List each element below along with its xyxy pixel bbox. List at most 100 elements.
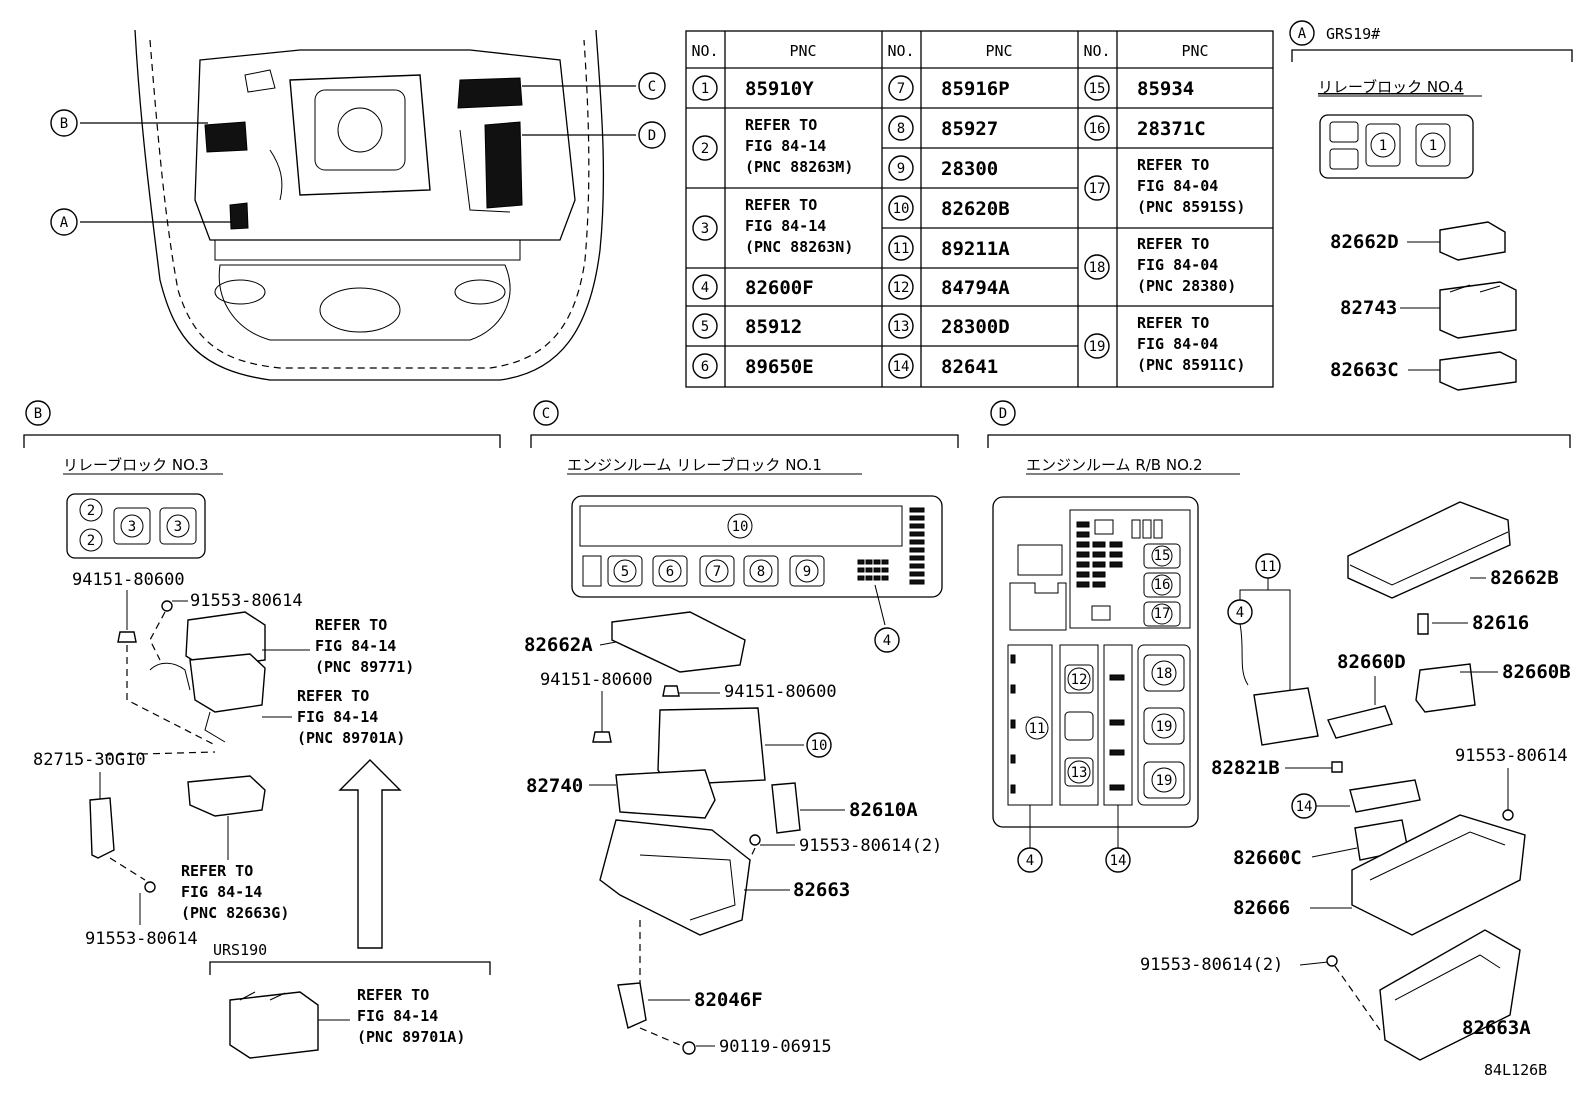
svg-text:2: 2 bbox=[87, 533, 95, 549]
callout-b: B bbox=[50, 109, 208, 137]
engine-bay-illustration bbox=[134, 29, 605, 381]
svg-text:11: 11 bbox=[1029, 721, 1046, 737]
part-82663a: 82663A bbox=[1379, 929, 1531, 1061]
svg-text:7: 7 bbox=[897, 81, 905, 97]
svg-text:REFER TO: REFER TO bbox=[745, 116, 817, 134]
engine-rb-no2: 15 16 17 11 4 12 13 14 bbox=[992, 496, 1199, 873]
svg-text:82821B: 82821B bbox=[1211, 757, 1280, 779]
svg-text:11: 11 bbox=[1260, 559, 1277, 575]
svg-text:5: 5 bbox=[621, 564, 629, 580]
svg-text:C: C bbox=[542, 406, 550, 422]
part-82662d: 82662D bbox=[1330, 221, 1506, 261]
svg-text:15: 15 bbox=[1089, 81, 1106, 97]
table-row: 1 85910Y bbox=[692, 75, 814, 101]
table-row: 13 28300D bbox=[888, 313, 1010, 339]
svg-text:4: 4 bbox=[701, 280, 709, 296]
svg-text:82616: 82616 bbox=[1472, 612, 1529, 634]
part-82666: 82666 bbox=[1233, 814, 1526, 936]
section-a: A GRS19# リレーブロック NO.4 1 1 82662D 82743 8… bbox=[1289, 20, 1573, 391]
svg-text:1: 1 bbox=[1379, 138, 1387, 154]
svg-text:D: D bbox=[999, 406, 1007, 422]
svg-text:(PNC 82663G): (PNC 82663G) bbox=[181, 904, 289, 922]
svg-text:GRS19#: GRS19# bbox=[1326, 25, 1380, 43]
svg-text:18: 18 bbox=[1156, 666, 1173, 682]
svg-text:(PNC 85915S): (PNC 85915S) bbox=[1137, 198, 1245, 216]
svg-text:3: 3 bbox=[128, 519, 136, 535]
svg-text:91553-80614(2): 91553-80614(2) bbox=[799, 836, 942, 856]
part-82610a: 82610A bbox=[771, 782, 918, 834]
part-82660d: 82660D bbox=[1327, 651, 1406, 739]
svg-text:82662B: 82662B bbox=[1490, 567, 1559, 589]
svg-text:(PNC 89701A): (PNC 89701A) bbox=[297, 729, 405, 747]
svg-text:REFER TO: REFER TO bbox=[315, 616, 387, 634]
svg-text:(PNC 89771): (PNC 89771) bbox=[315, 658, 414, 676]
svg-text:REFER TO: REFER TO bbox=[1137, 156, 1209, 174]
svg-text:NO.: NO. bbox=[1083, 42, 1110, 60]
table-header: NO. PNC NO. PNC NO. PNC bbox=[691, 42, 1208, 60]
part-82663: 82663 bbox=[599, 819, 850, 936]
table-row: 16 28371C bbox=[1084, 115, 1206, 141]
svg-text:1: 1 bbox=[701, 81, 709, 97]
pnc-table: NO. PNC NO. PNC NO. PNC 1 85910Y 2 REFER… bbox=[685, 30, 1274, 388]
section-c-title: エンジンルーム リレーブロック NO.1 bbox=[567, 456, 822, 474]
part-82740: 82740 bbox=[526, 769, 716, 819]
svg-text:91553-80614: 91553-80614 bbox=[85, 929, 198, 949]
svg-text:10: 10 bbox=[732, 519, 749, 535]
svg-text:11: 11 bbox=[893, 241, 910, 257]
svg-text:(PNC 88263M): (PNC 88263M) bbox=[745, 158, 853, 176]
svg-text:8: 8 bbox=[897, 121, 905, 137]
svg-text:PNC: PNC bbox=[985, 42, 1012, 60]
svg-text:3: 3 bbox=[701, 221, 709, 237]
svg-text:12: 12 bbox=[893, 280, 910, 296]
svg-text:FIG 84-14: FIG 84-14 bbox=[745, 217, 826, 235]
svg-text:3: 3 bbox=[174, 519, 182, 535]
table-row: 8 85927 bbox=[888, 115, 998, 141]
svg-text:82610A: 82610A bbox=[849, 799, 918, 821]
svg-text:7: 7 bbox=[713, 564, 721, 580]
section-d-title: エンジンルーム R/B NO.2 bbox=[1026, 456, 1203, 474]
svg-text:6: 6 bbox=[666, 564, 674, 580]
svg-text:10: 10 bbox=[811, 738, 828, 754]
table-row: 3 REFER TO FIG 84-14 (PNC 88263N) bbox=[692, 196, 853, 256]
table-row: 6 89650E bbox=[692, 353, 814, 379]
svg-text:94151-80600: 94151-80600 bbox=[72, 570, 185, 590]
svg-text:28300: 28300 bbox=[941, 158, 998, 180]
svg-text:82715-30G10: 82715-30G10 bbox=[33, 750, 146, 770]
svg-text:85916P: 85916P bbox=[941, 78, 1010, 100]
svg-text:84794A: 84794A bbox=[941, 277, 1010, 299]
svg-text:82662D: 82662D bbox=[1330, 231, 1399, 253]
figure-id: 84L126B bbox=[1484, 1061, 1547, 1079]
svg-text:A: A bbox=[1298, 26, 1307, 42]
svg-text:91553-80614: 91553-80614 bbox=[190, 591, 303, 611]
svg-text:(PNC 85911C): (PNC 85911C) bbox=[1137, 356, 1245, 374]
svg-text:16: 16 bbox=[1089, 121, 1106, 137]
svg-text:2: 2 bbox=[701, 141, 709, 157]
relay-block-no3: 2 2 3 3 bbox=[66, 493, 206, 559]
svg-text:89211A: 89211A bbox=[941, 238, 1010, 260]
svg-text:28371C: 28371C bbox=[1137, 118, 1206, 140]
table-row: 17 REFER TO FIG 84-04 (PNC 85915S) bbox=[1084, 156, 1245, 216]
svg-text:14: 14 bbox=[1110, 853, 1127, 869]
svg-text:A: A bbox=[60, 215, 69, 231]
svg-text:9: 9 bbox=[803, 564, 811, 580]
svg-text:1: 1 bbox=[1429, 138, 1437, 154]
table-row: 2 REFER TO FIG 84-14 (PNC 88263M) bbox=[692, 116, 853, 176]
svg-text:(PNC 28380): (PNC 28380) bbox=[1137, 277, 1236, 295]
svg-text:8: 8 bbox=[757, 564, 765, 580]
svg-text:NO.: NO. bbox=[691, 42, 718, 60]
svg-text:82740: 82740 bbox=[526, 775, 583, 797]
svg-text:REFER TO: REFER TO bbox=[297, 687, 369, 705]
svg-text:10: 10 bbox=[893, 201, 910, 217]
svg-text:19: 19 bbox=[1156, 773, 1173, 789]
svg-text:4: 4 bbox=[883, 633, 891, 649]
svg-text:(PNC 89701A): (PNC 89701A) bbox=[357, 1028, 465, 1046]
svg-text:13: 13 bbox=[1071, 765, 1088, 781]
svg-text:4: 4 bbox=[1026, 853, 1034, 869]
callout-a: A bbox=[50, 208, 232, 236]
part-82662a: 82662A bbox=[524, 611, 746, 673]
svg-text:82600F: 82600F bbox=[745, 277, 814, 299]
svg-text:B: B bbox=[34, 406, 42, 422]
svg-text:14: 14 bbox=[1296, 799, 1313, 815]
